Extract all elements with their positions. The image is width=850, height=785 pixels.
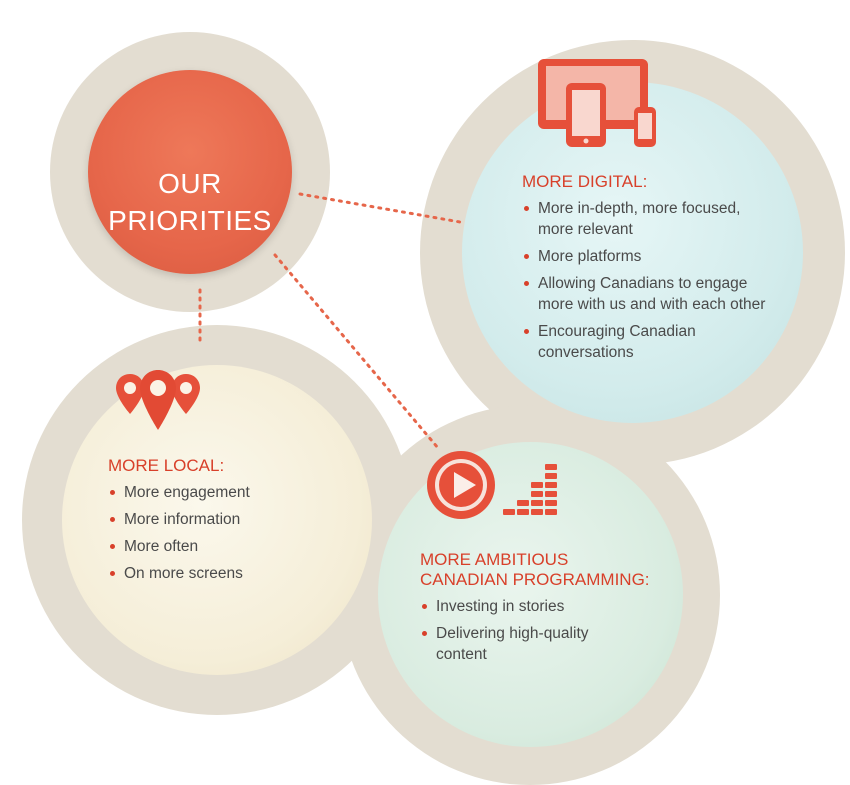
list-item-line: conversations [538, 344, 634, 361]
digital-panel: MORE DIGITAL: More in-depth, more focuse… [522, 172, 792, 369]
programming-panel: MORE AMBITIOUS CANADIAN PROGRAMMING: Inv… [420, 550, 670, 671]
list-item: More information [108, 509, 328, 530]
connector-digital [298, 192, 462, 224]
list-item-line: More often [124, 538, 199, 555]
list-item: More in-depth, more focused, more releva… [522, 198, 792, 240]
list-item-line: more relevant [538, 221, 633, 238]
list-item-line: Encouraging Canadian [538, 323, 696, 340]
priorities-circle: OUR PRIORITIES [88, 70, 292, 274]
digital-circle [462, 82, 803, 423]
list-item-line: Delivering high-quality [436, 625, 589, 642]
priorities-title-line: OUR [158, 168, 222, 199]
list-item-line: More platforms [538, 248, 642, 265]
list-item-line: More engagement [124, 484, 250, 501]
list-item: More often [108, 536, 328, 557]
local-title: MORE LOCAL: [108, 456, 225, 475]
list-item-line: More in-depth, more focused, [538, 200, 741, 217]
programming-title: MORE AMBITIOUS CANADIAN PROGRAMMING: [420, 550, 670, 590]
devices-icon [538, 59, 656, 147]
local-panel: MORE LOCAL: More engagement More informa… [108, 456, 328, 590]
priorities-title: OUR PRIORITIES [88, 165, 292, 239]
priorities-title-line: PRIORITIES [108, 205, 272, 236]
list-item-line: Investing in stories [436, 598, 565, 615]
list-item: Investing in stories [420, 596, 670, 617]
digital-title: MORE DIGITAL: [522, 172, 648, 191]
list-item-line: On more screens [124, 565, 243, 582]
list-item-line: Allowing Canadians to engage [538, 275, 748, 292]
list-item: On more screens [108, 563, 328, 584]
programming-title-line: CANADIAN PROGRAMMING: [420, 570, 650, 589]
map-pins-icon [116, 370, 200, 430]
programming-title-line: MORE AMBITIOUS [420, 550, 569, 569]
list-item: More engagement [108, 482, 328, 503]
play-equalizer-icon [427, 451, 557, 519]
list-item-line: More information [124, 511, 241, 528]
list-item: Delivering high-quality content [420, 623, 670, 665]
local-list: More engagement More information More of… [108, 482, 328, 584]
list-item: Allowing Canadians to engage more with u… [522, 273, 792, 315]
programming-list: Investing in stories Delivering high-qua… [420, 596, 670, 665]
digital-list: More in-depth, more focused, more releva… [522, 198, 792, 363]
connector-programming [273, 253, 440, 450]
list-item-line: content [436, 646, 487, 663]
list-item-line: more with us and with each other [538, 296, 766, 313]
list-item: Encouraging Canadian conversations [522, 321, 792, 363]
list-item: More platforms [522, 246, 792, 267]
